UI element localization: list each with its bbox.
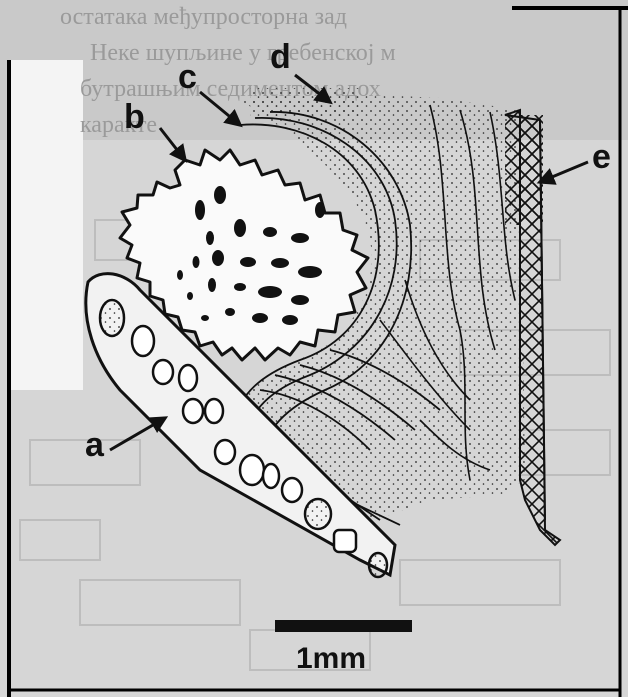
label-d: d: [270, 40, 291, 74]
scale-bar: [275, 620, 412, 632]
label-b: b: [124, 100, 145, 134]
label-c: c: [178, 60, 197, 94]
bg-line-1: остатака међупросторна зад: [60, 4, 347, 30]
bg-line-4: каракте: [80, 112, 157, 138]
label-e: e: [592, 140, 611, 174]
white-panel: [8, 60, 83, 390]
scale-bar-label: 1mm: [296, 642, 366, 676]
bg-line-2: Неке шупљине у гребенској м: [90, 40, 396, 66]
label-a: a: [85, 428, 104, 462]
